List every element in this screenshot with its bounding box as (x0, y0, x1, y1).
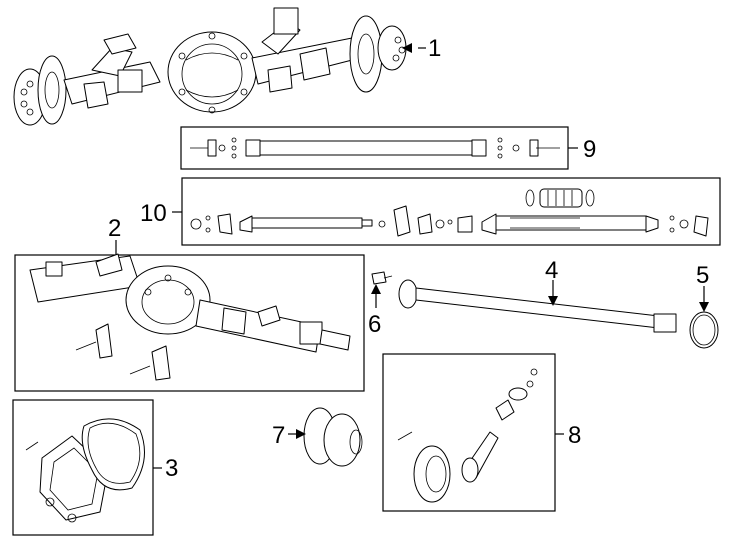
propeller-shaft-illustration[interactable] (190, 137, 560, 159)
callout-9[interactable]: 9 (583, 136, 596, 163)
arrow-4 (548, 296, 558, 306)
callout-4[interactable]: 4 (545, 257, 558, 284)
ring-pinion-illustration[interactable] (397, 368, 538, 503)
axle-assembly-illustration[interactable] (13, 7, 407, 126)
arrow-1 (402, 43, 412, 53)
callout-7[interactable]: 7 (272, 422, 285, 449)
axle-shaft-illustration[interactable] (398, 279, 677, 333)
callout-10[interactable]: 10 (140, 200, 167, 227)
callout-6[interactable]: 6 (368, 311, 381, 338)
bolt-illustration[interactable] (371, 271, 393, 285)
seal-ring-illustration[interactable] (689, 311, 719, 349)
callout-3[interactable]: 3 (165, 455, 178, 482)
arrow-6 (371, 284, 381, 294)
cover-gasket-illustration[interactable] (25, 418, 145, 523)
callout-1[interactable]: 1 (428, 35, 441, 62)
arrow-7 (296, 429, 306, 439)
arrow-5 (699, 302, 709, 312)
callout-8[interactable]: 8 (568, 422, 581, 449)
axle-housing-illustration[interactable] (29, 253, 351, 381)
part-8-frame (382, 353, 556, 512)
drive-shaft-illustration[interactable] (190, 188, 709, 237)
callout-5[interactable]: 5 (696, 262, 709, 289)
differential-case-illustration[interactable] (303, 407, 363, 467)
part-10-frame (181, 177, 721, 246)
part-2-frame (14, 254, 365, 392)
callout-2[interactable]: 2 (108, 215, 121, 242)
